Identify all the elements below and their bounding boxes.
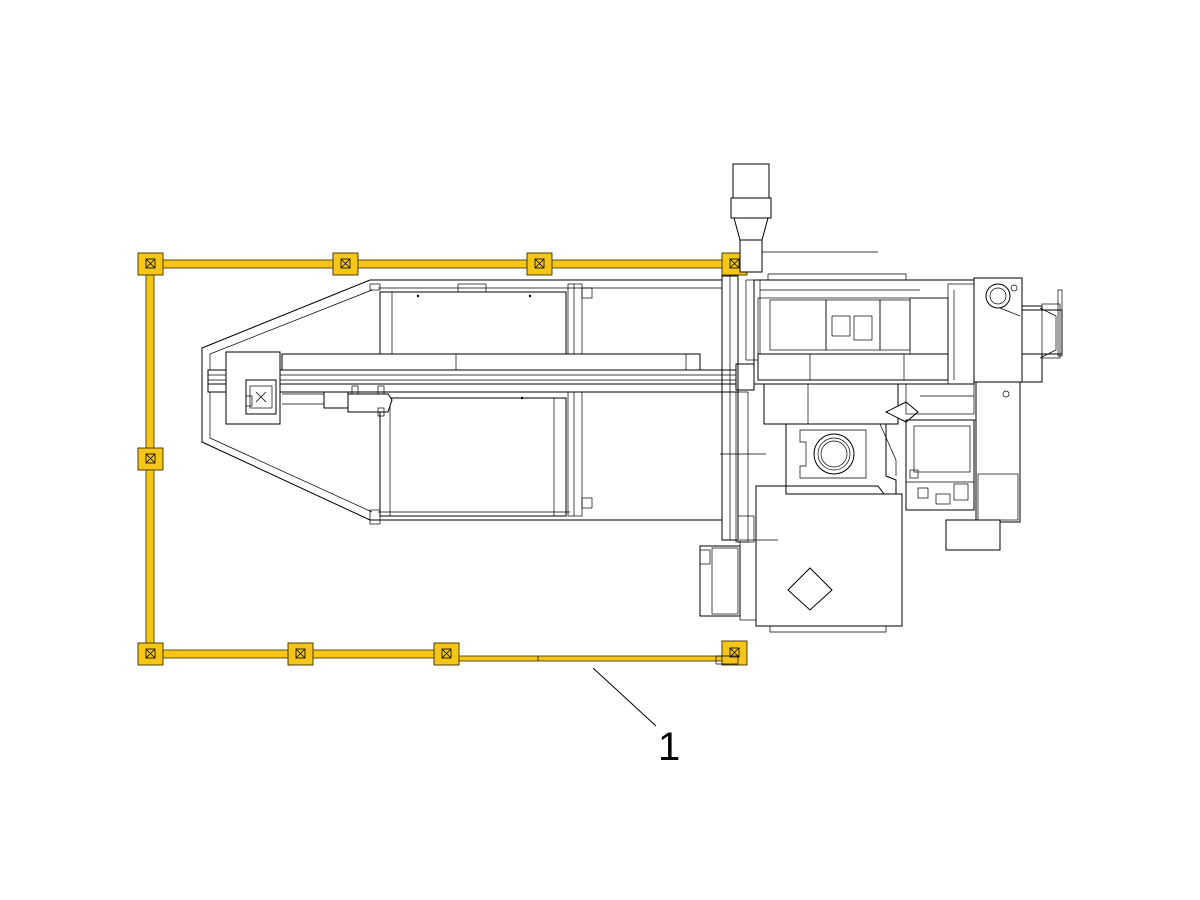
lower-body bbox=[755, 485, 903, 627]
fence-bottom-door-rail bbox=[445, 655, 735, 662]
gantry-rail bbox=[207, 353, 755, 393]
fence-post bbox=[721, 640, 748, 666]
control-box bbox=[699, 545, 741, 617]
fence-post bbox=[137, 447, 164, 471]
callout-number: 1 bbox=[658, 725, 680, 769]
upper-panel bbox=[379, 291, 567, 355]
dust-extraction-hood bbox=[730, 163, 878, 273]
fence-post bbox=[332, 252, 359, 276]
fence-post bbox=[137, 252, 164, 276]
motor-circle bbox=[985, 283, 1011, 309]
fence-post bbox=[137, 642, 164, 666]
center-column bbox=[720, 275, 766, 543]
fence-post bbox=[526, 252, 553, 276]
diamond-access-cover bbox=[787, 567, 833, 611]
safety-fence bbox=[137, 252, 748, 666]
main-machine bbox=[699, 273, 1063, 633]
fence-door-latch bbox=[715, 655, 739, 665]
fence-post bbox=[433, 642, 460, 666]
spindle-circle bbox=[813, 433, 855, 475]
callout-leader-line bbox=[592, 667, 657, 727]
frame-column bbox=[567, 283, 583, 517]
fence-posts bbox=[137, 252, 748, 666]
fence-post bbox=[287, 642, 314, 666]
lower-panel bbox=[379, 397, 567, 517]
callout-1: 1 bbox=[592, 667, 680, 769]
fence-top-rail bbox=[149, 259, 737, 269]
gripper-carriage bbox=[225, 351, 393, 425]
